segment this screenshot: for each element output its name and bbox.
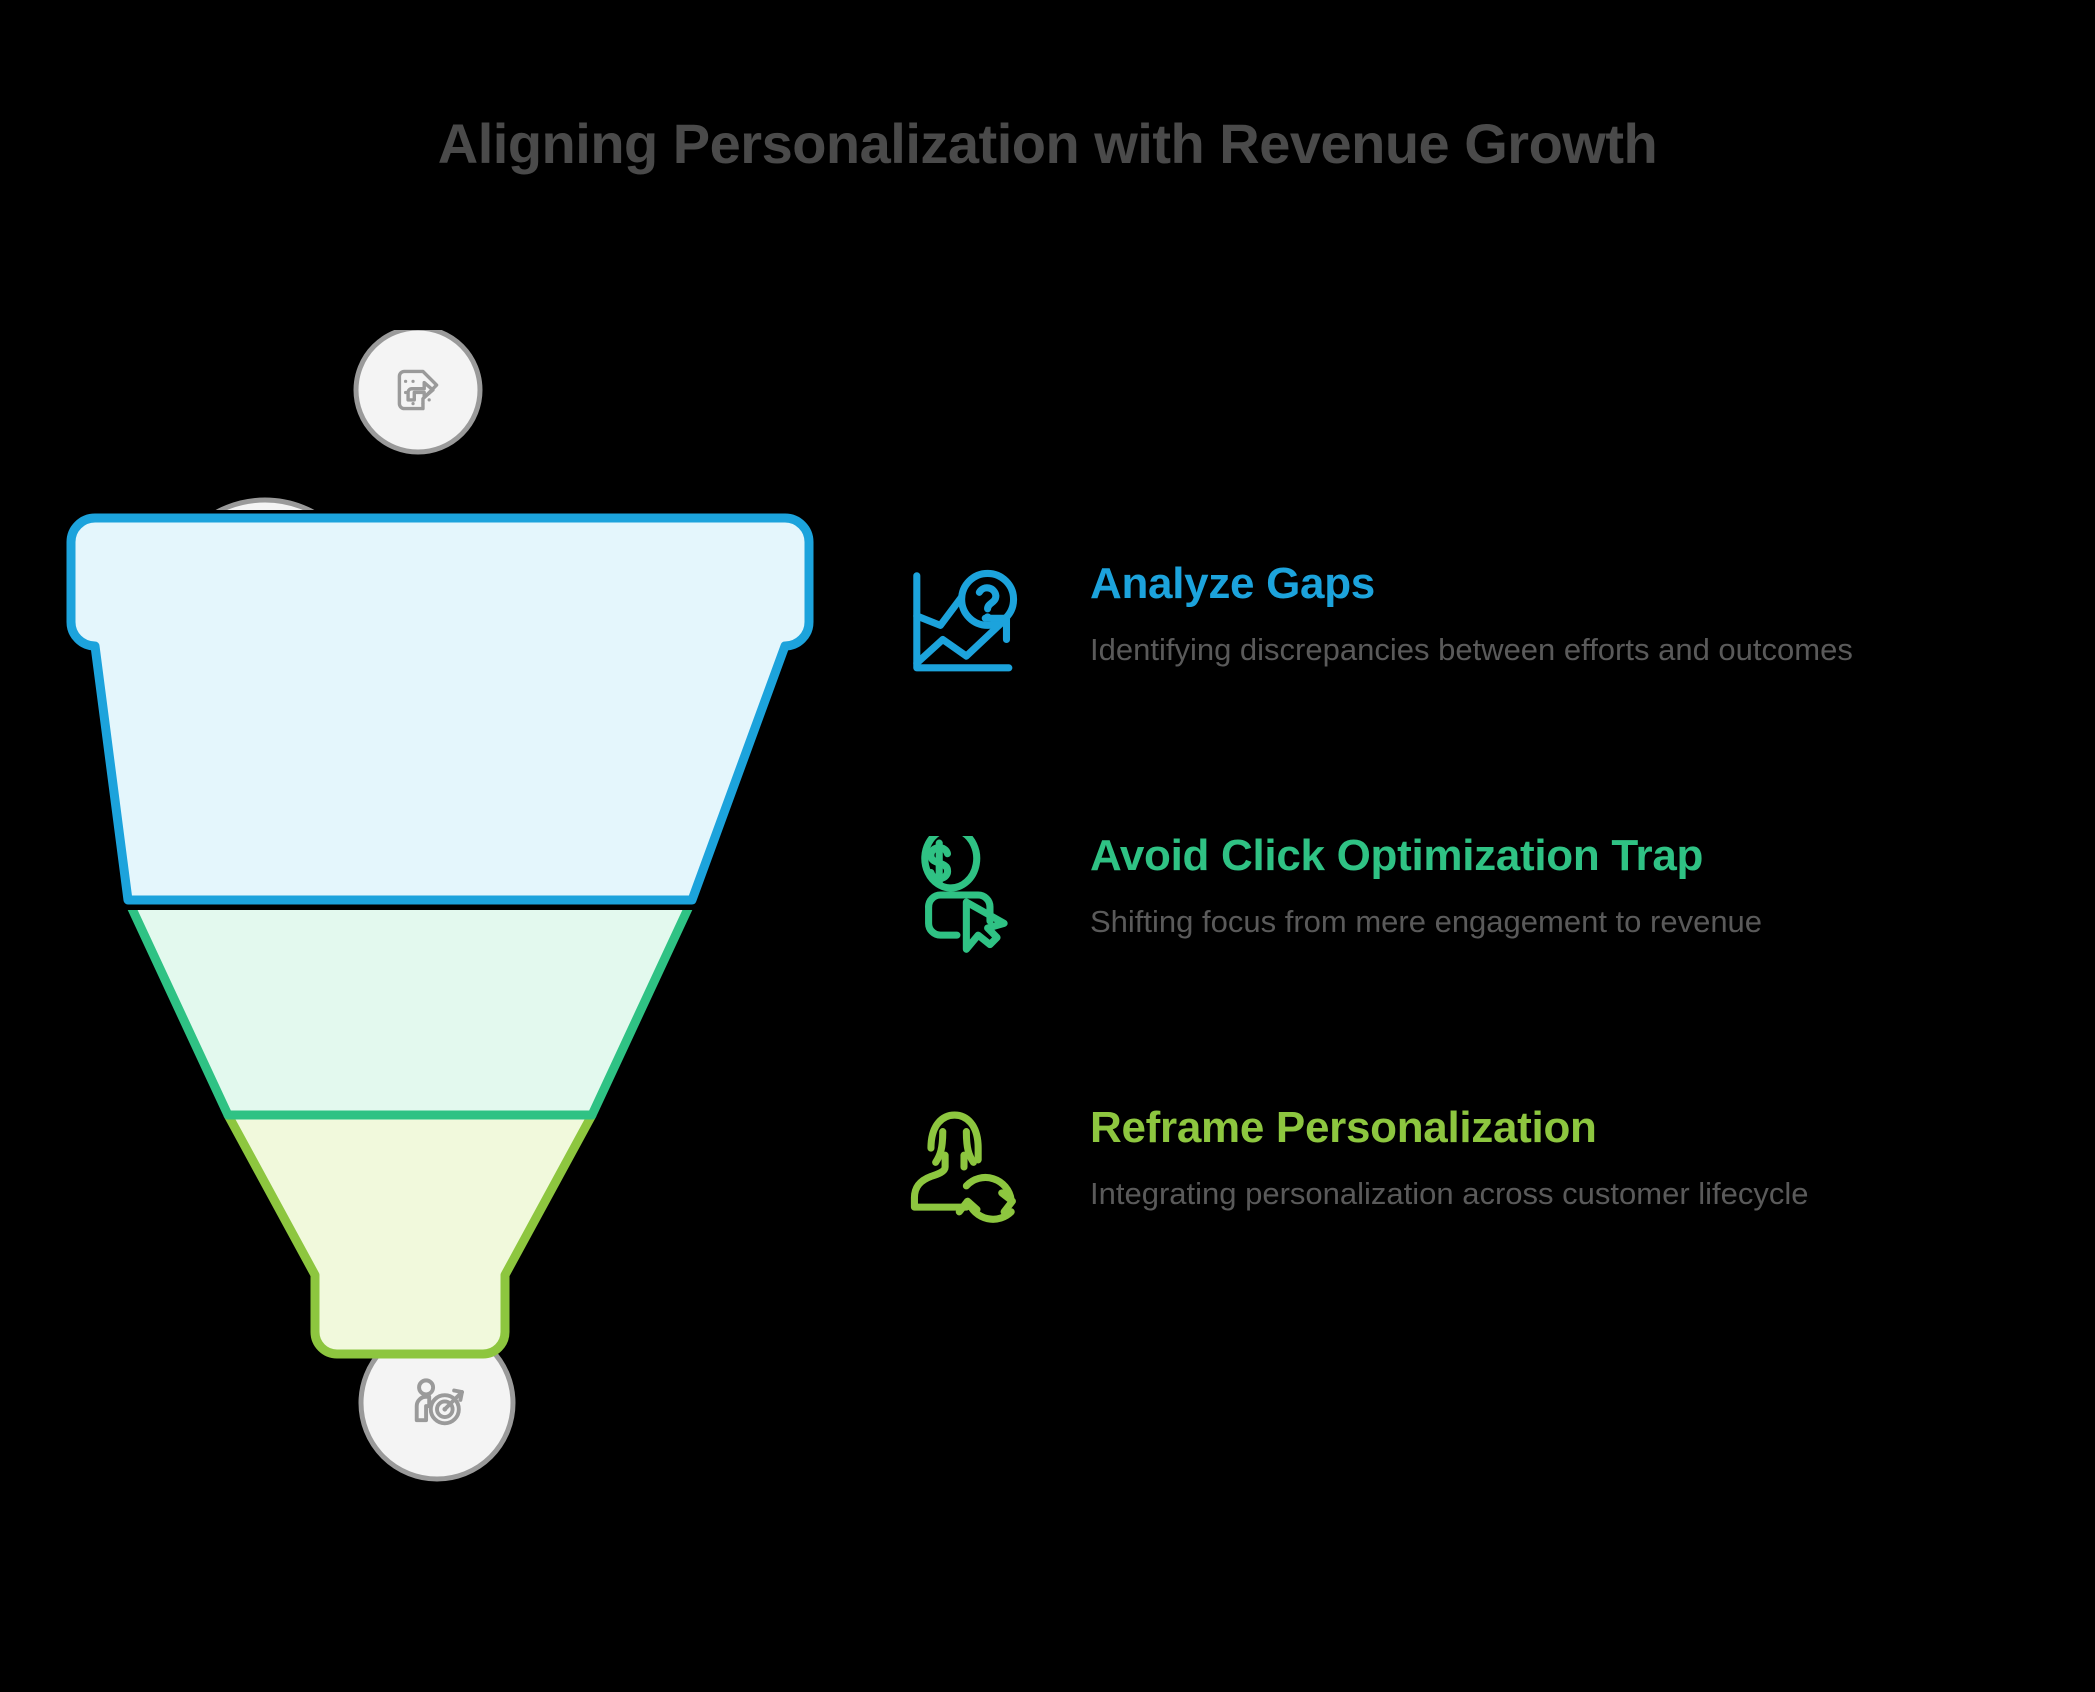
person-refresh-icon xyxy=(905,1108,1023,1226)
key-point-description: Integrating personalization across custo… xyxy=(1090,1176,1809,1212)
person-target-icon xyxy=(414,1378,464,1426)
key-point-heading: Analyze Gaps xyxy=(1090,559,1375,608)
funnel-diagram xyxy=(0,330,880,1500)
key-point-reframe-personalization: Reframe Personalization Integrating pers… xyxy=(905,1103,2055,1304)
funnel-svg xyxy=(40,330,840,1482)
funnel-input-circle-2 xyxy=(353,330,483,455)
funnel-output-circle xyxy=(358,1324,516,1482)
funnel-stage-reframe-personalization xyxy=(223,1110,597,1359)
key-point-heading: Avoid Click Optimization Trap xyxy=(1090,831,1704,880)
key-point-avoid-click-optimization-trap: Avoid Click Optimization Trap Shifting f… xyxy=(905,831,2055,1032)
key-point-body: Analyze Gaps Identifying discrepancies b… xyxy=(1090,559,2055,671)
key-point-description: Shifting focus from mere engagement to r… xyxy=(1090,904,1763,940)
dollar-cursor-icon xyxy=(905,836,1023,954)
funnel-stage-analyze-gaps-shape xyxy=(40,510,840,910)
funnel-stage-avoid-click-optimization-trap xyxy=(123,895,697,1120)
key-point-body: Avoid Click Optimization Trap Shifting f… xyxy=(1090,831,2055,943)
key-point-heading: Reframe Personalization xyxy=(1090,1103,1597,1152)
key-point-description: Identifying discrepancies between effort… xyxy=(1090,632,1853,668)
chart-question-icon xyxy=(905,564,1023,682)
key-points-list: Analyze Gaps Identifying discrepancies b… xyxy=(905,559,2055,1376)
key-point-body: Reframe Personalization Integrating pers… xyxy=(1090,1103,2055,1215)
key-point-analyze-gaps: Analyze Gaps Identifying discrepancies b… xyxy=(905,559,2055,760)
page-title: Aligning Personalization with Revenue Gr… xyxy=(437,112,1658,175)
growth-arrow-tag-icon xyxy=(397,369,439,411)
